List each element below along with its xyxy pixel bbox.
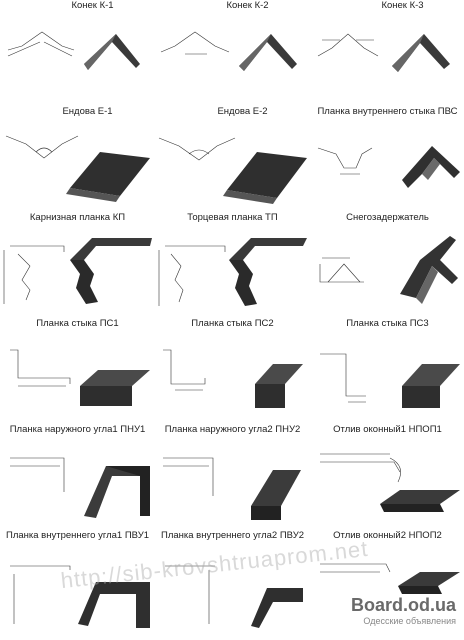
snow-guard-drawing <box>319 236 458 304</box>
joint-ps2-drawing <box>163 349 303 408</box>
window-sill-npop1-drawing <box>320 453 460 512</box>
item-ridge-k3: Конек К-3 <box>310 0 464 106</box>
item-title: Планка стыка ПС1 <box>36 318 119 329</box>
item-ridge-k1: Конек К-1 <box>0 0 155 106</box>
item-window-sill-npop2: Отлив оконный2 НПОП2 <box>310 530 464 636</box>
gable-tp-drawing <box>158 238 307 306</box>
item-outer-corner-pnu1: Планка наружного угла1 ПНУ1 <box>0 424 155 530</box>
item-valley-e2: Ендова Е-2 <box>155 106 310 212</box>
item-snow-guard: Снегозадержатель <box>310 212 464 318</box>
row-inner-corners: Планка внутреннего угла1 ПВУ1 Планка вну… <box>0 530 464 636</box>
item-title: Планка внутреннего угла2 ПВУ2 <box>160 530 305 541</box>
inner-corner-pvu1-drawing <box>10 565 150 628</box>
item-joint-ps3: Планка стыка ПС3 <box>310 318 464 424</box>
item-title: Конек К-3 <box>381 0 424 11</box>
outer-corner-pnu1-drawing <box>10 457 150 518</box>
item-gable-tp: Торцевая планка ТП <box>155 212 310 318</box>
row-eaves: Карнизная планка КП Торцевая планка ТП С… <box>0 212 464 318</box>
item-title: Ендова Е-2 <box>217 106 268 117</box>
board-logo-caption: Одесские объявления <box>363 616 456 626</box>
item-joint-ps1: Планка стыка ПС1 <box>0 318 155 424</box>
item-outer-corner-pnu2: Планка наружного угла2 ПНУ2 <box>155 424 310 530</box>
item-joint-ps2: Планка стыка ПС2 <box>155 318 310 424</box>
outer-corner-pnu2-drawing <box>163 457 301 520</box>
window-sill-npop2-drawing <box>320 563 460 594</box>
item-inner-joint-pvs: Планка внутреннего стыка ПВС <box>310 106 464 212</box>
item-eave-kp: Карнизная планка КП <box>0 212 155 318</box>
row-ridges: Конек К-1 Конек К-2 Конек К-3 <box>0 0 464 106</box>
row-valleys: Ендова Е-1 Ендова Е-2 Планка внутреннего… <box>0 106 464 212</box>
item-inner-corner-pvu1: Планка внутреннего угла1 ПВУ1 <box>0 530 155 636</box>
ridge-k3-drawing <box>317 33 450 72</box>
valley-e1-drawing <box>5 135 150 202</box>
item-title: Карнизная планка КП <box>29 212 126 223</box>
item-ridge-k2: Конек К-2 <box>155 0 310 106</box>
item-title: Ендова Е-1 <box>62 106 113 117</box>
board-logo-site: Board.od.ua <box>350 595 456 615</box>
inner-joint-pvs-drawing <box>317 146 460 188</box>
item-title: Конек К-2 <box>226 0 269 11</box>
ridge-k2-drawing <box>160 31 297 71</box>
item-title: Отлив оконный1 НПОП1 <box>333 424 442 435</box>
board-logo[interactable]: Board.od.ua Одесские объявления <box>351 595 456 626</box>
joint-ps3-drawing <box>320 353 460 408</box>
ridge-k1-drawing <box>7 31 140 70</box>
item-title: Планка стыка ПС3 <box>346 318 429 329</box>
inner-corner-pvu2-drawing <box>165 565 303 628</box>
eave-kp-drawing <box>3 238 152 304</box>
item-title: Планка наружного угла2 ПНУ2 <box>164 424 301 435</box>
row-joints: Планка стыка ПС1 Планка стыка ПС2 Планка… <box>0 318 464 424</box>
item-window-sill-npop1: Отлив оконный1 НПОП1 <box>310 424 464 530</box>
item-valley-e1: Ендова Е-1 <box>0 106 155 212</box>
joint-ps1-drawing <box>10 349 150 406</box>
item-inner-corner-pvu2: Планка внутреннего угла2 ПВУ2 <box>155 530 310 636</box>
item-title: Планка стыка ПС2 <box>191 318 274 329</box>
item-title: Торцевая планка ТП <box>187 212 278 223</box>
item-title: Планка внутреннего стыка ПВС <box>317 106 458 117</box>
item-title: Отлив оконный2 НПОП2 <box>333 530 442 541</box>
item-title: Снегозадержатель <box>346 212 429 223</box>
item-title: Планка наружного угла1 ПНУ1 <box>9 424 146 435</box>
valley-e2-drawing <box>158 137 307 204</box>
item-title: Конек К-1 <box>71 0 114 11</box>
item-title: Планка внутреннего угла1 ПВУ1 <box>5 530 150 541</box>
row-outer-corners: Планка наружного угла1 ПНУ1 Планка наруж… <box>0 424 464 530</box>
